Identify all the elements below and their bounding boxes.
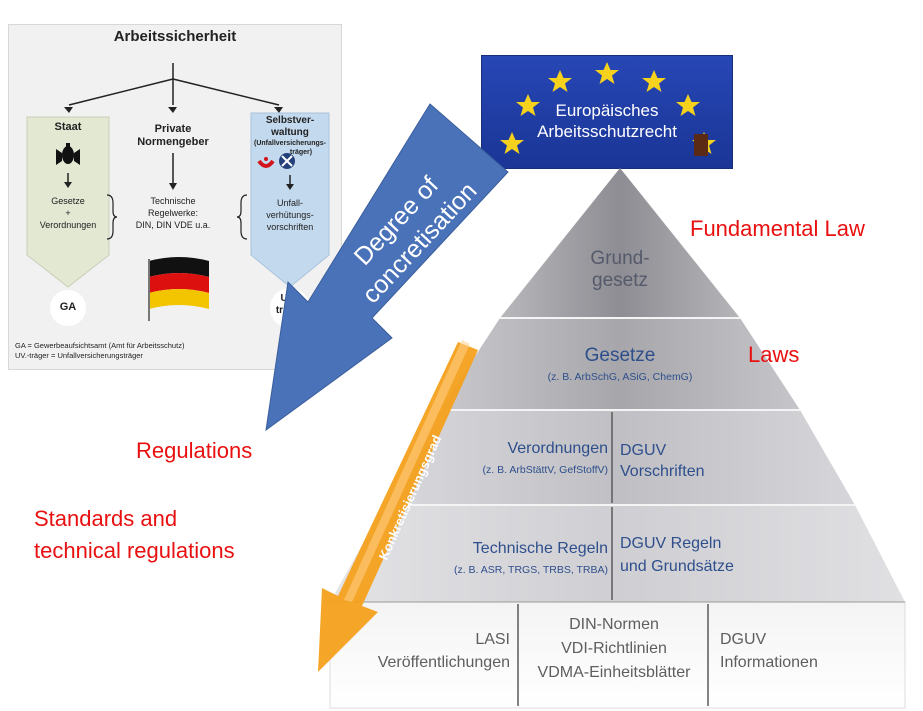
orange-concretisation-arrow — [318, 342, 478, 672]
selbst-label-line1: Selbstver- — [265, 115, 315, 126]
din-line2: VDI-Richtlinien — [561, 640, 667, 657]
dguv-informationen-label: DGUV Informationen — [720, 628, 860, 674]
person-icon — [694, 134, 708, 156]
dguv-regeln-line2: und Grundsätze — [620, 558, 734, 575]
insurance-logo-icon — [257, 157, 275, 168]
dguv-info-line1: DGUV — [720, 631, 767, 648]
pyramid-tier-2 — [440, 318, 800, 410]
staat-box-line1: Gesetze — [51, 196, 85, 206]
blue-concretisation-arrow — [265, 103, 509, 432]
footnote-line2: UV.-träger = Unfallversicherungsträger — [15, 351, 143, 360]
dguv-info-line2: Informationen — [720, 654, 818, 671]
private-box-line2: Regelwerke: — [147, 208, 199, 218]
din-normen-label: DIN-Normen VDI-Richtlinien VDMA-Einheits… — [520, 613, 708, 685]
lasi-line1: LASI — [475, 631, 510, 648]
selbstverwaltung-label: Selbstver- waltung (Unfallversicherungs-… — [251, 115, 329, 157]
dguv-vorschriften-line1: DGUV — [620, 442, 667, 459]
din-line1: DIN-Normen — [569, 616, 659, 633]
grundgesetz-line1: Grund- — [590, 248, 650, 269]
selbst-box-line1: Unfall- — [276, 198, 303, 208]
private-label-line1: Private — [154, 123, 192, 135]
standards-line2: technical regulations — [34, 538, 235, 563]
private-box-line1: Technische — [150, 196, 196, 206]
selbst-label-line3: (Unfallversicherungs- — [254, 140, 326, 147]
eu-law-box: Europäisches Arbeitsschutzrecht — [482, 56, 732, 168]
pyramid-tier-1 — [500, 168, 740, 318]
insurance-cross-icon — [279, 153, 295, 169]
pyramid-tier-3 — [385, 410, 855, 505]
technische-regeln-sub: (z. B. ASR, TRGS, TRBS, TRBA) — [453, 564, 608, 576]
private-box-line3: DIN, DIN VDE u.a. — [135, 220, 211, 230]
dguv-vorschriften-label: DGUV Vorschriften — [620, 440, 740, 482]
footnote-line1: GA = Gewerbeaufsichtsamt (Amt für Arbeit… — [15, 341, 185, 350]
grundgesetz-label: Grund- gesetz — [560, 248, 680, 292]
eu-stars — [500, 62, 716, 156]
verordnungen-sub: (z. B. ArbStättV, GefStoffV) — [482, 464, 608, 476]
din-line3: VDMA-Einheitsblätter — [537, 664, 691, 681]
standards-label: Standards and technical regulations — [34, 503, 235, 567]
selbst-box-text: Unfall- verhütungs- vorschriften — [251, 197, 329, 233]
staat-label: Staat — [54, 121, 82, 133]
private-label: Private Normengeber — [125, 123, 221, 149]
staat-box-text: Gesetze + Verordnungen — [27, 195, 109, 231]
staat-column-shape — [26, 116, 110, 288]
eu-box-line1: Europäisches — [555, 101, 659, 120]
selbst-label-line4: träger) — [289, 149, 313, 156]
grundgesetz-line2: gesetz — [592, 270, 648, 291]
regulations-label: Regulations — [136, 438, 253, 463]
eagle-icon — [56, 143, 80, 165]
ga-badge: GA — [59, 301, 77, 313]
german-flag-icon — [148, 257, 209, 321]
selbst-box-line2: verhütungs- — [266, 210, 314, 220]
eu-box-line2: Arbeitsschutzrecht — [537, 122, 677, 141]
dguv-regeln-label: DGUV Regeln und Grundsätze — [620, 532, 780, 578]
staat-box-line2: + — [65, 208, 71, 218]
fundamental-law-label: Fundamental Law — [690, 216, 865, 241]
laws-label: Laws — [748, 342, 800, 367]
eu-box-text: Europäisches Arbeitsschutzrecht — [482, 100, 732, 142]
gesetze-label: Gesetze — [584, 345, 656, 366]
inset-footnote: GA = Gewerbeaufsichtsamt (Amt für Arbeit… — [15, 341, 184, 361]
lasi-label: LASI Veröffentlichungen — [340, 628, 510, 674]
gesetze-sub: (z. B. ArbSchG, ASiG, ChemG) — [547, 371, 693, 383]
inset-diagram: Arbeitssicherheit Staat Private Normenge… — [8, 24, 342, 370]
verordnungen-label: Verordnungen — [507, 440, 608, 457]
technische-regeln-label: Technische Regeln — [472, 540, 608, 557]
standards-line1: Standards and — [34, 506, 178, 531]
pyramid-tier-4 — [330, 505, 905, 602]
ga-badge-shape — [50, 290, 86, 326]
dguv-regeln-line1: DGUV Regeln — [620, 535, 722, 552]
selbstverwaltung-column-shape — [250, 112, 330, 288]
staat-box-line3: Verordnungen — [39, 220, 97, 230]
dguv-vorschriften-line2: Vorschriften — [620, 463, 705, 480]
private-box-text: Technische Regelwerke: DIN, DIN VDE u.a. — [119, 195, 227, 231]
selbst-box-line3: vorschriften — [266, 222, 314, 232]
selbst-label-line2: waltung — [271, 127, 309, 138]
private-label-line2: Normengeber — [137, 136, 209, 148]
lasi-line2: Veröffentlichungen — [377, 654, 510, 671]
inset-title: Arbeitssicherheit — [113, 28, 237, 45]
